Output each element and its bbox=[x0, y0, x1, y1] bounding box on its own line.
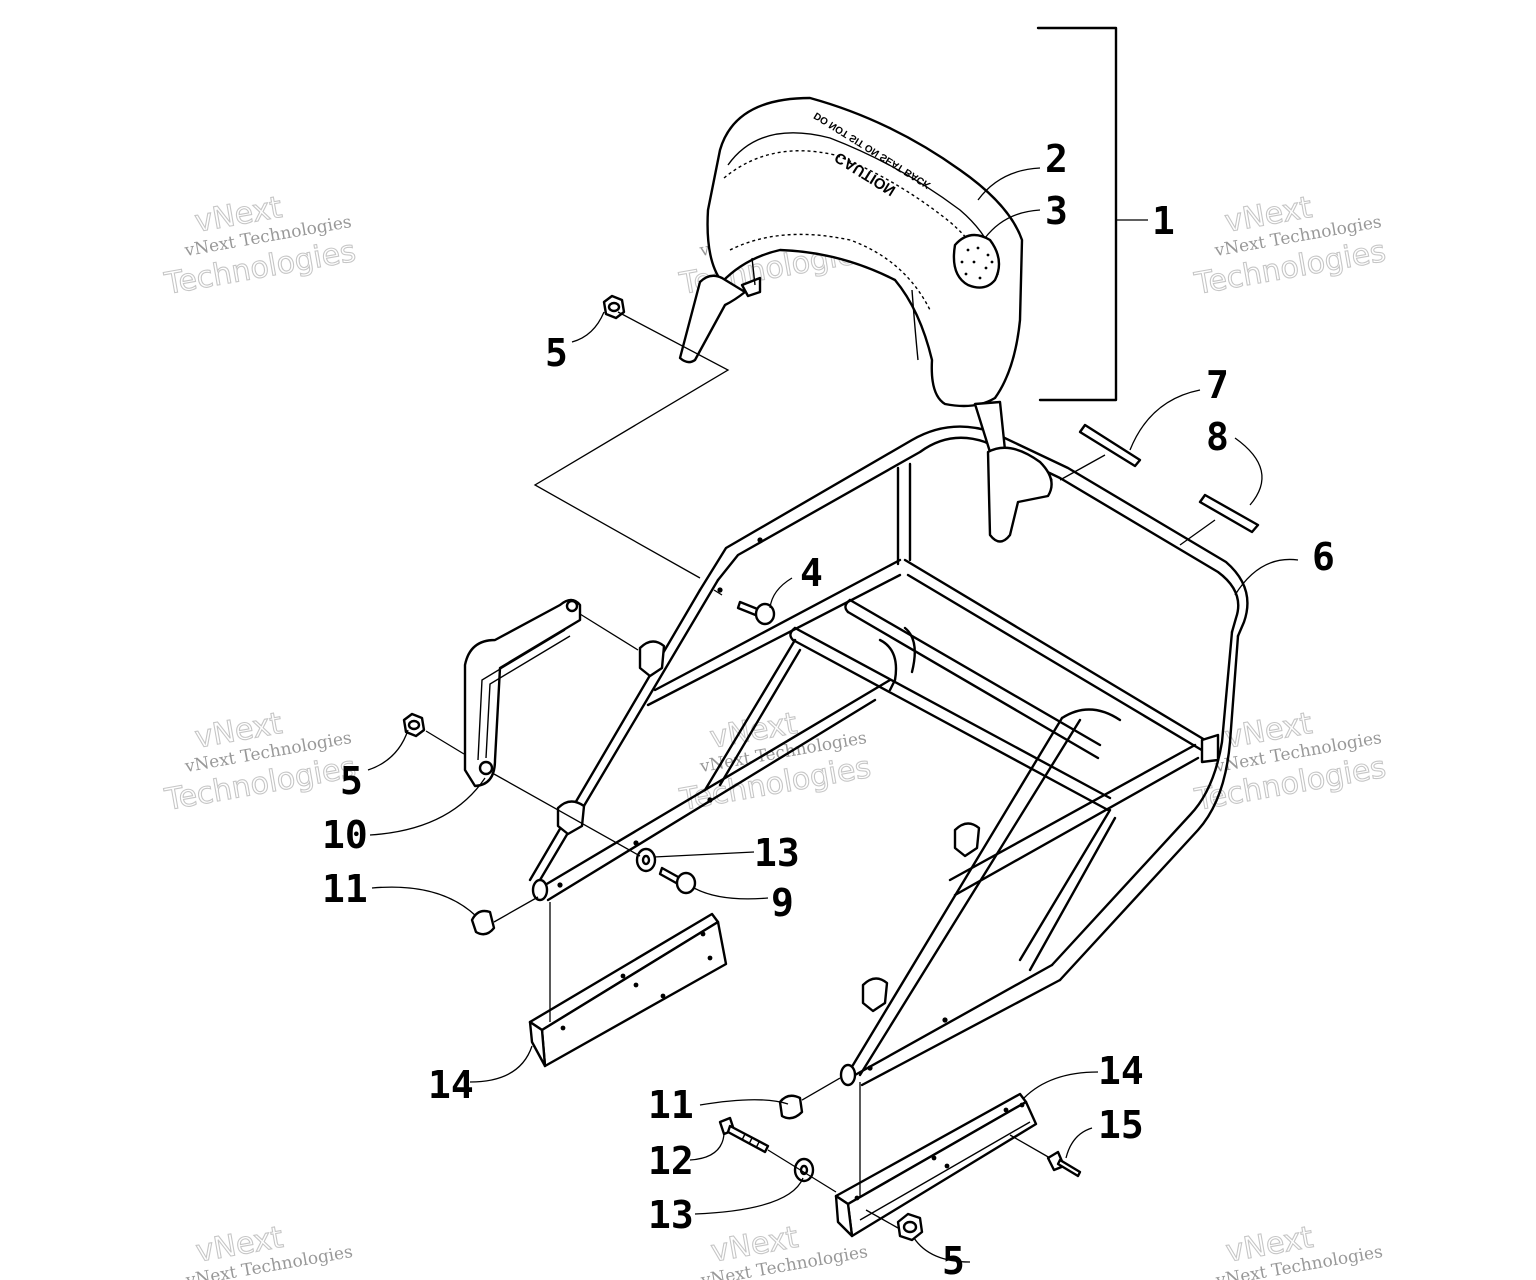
callout-14: 14 bbox=[428, 1063, 474, 1107]
callout-13: 13 bbox=[754, 831, 800, 875]
callout-5: 5 bbox=[545, 331, 568, 375]
seat-back-left-post bbox=[678, 257, 762, 364]
callout-12: 12 bbox=[648, 1139, 694, 1183]
callout-11: 11 bbox=[648, 1083, 694, 1127]
callout-labels: 1 2 3 4 5 5 5 6 7 8 9 10 11 11 12 13 13 … bbox=[322, 137, 1335, 1280]
seat-back-right-post bbox=[973, 400, 1053, 543]
callout-3: 3 bbox=[1045, 189, 1068, 233]
button-head-bolt bbox=[736, 600, 776, 626]
callout-9: 9 bbox=[771, 881, 794, 925]
callout-15: 15 bbox=[1098, 1103, 1144, 1147]
watermark-mid-center: vNext vNext Technologies Technologies bbox=[676, 705, 874, 818]
decal-7 bbox=[1078, 423, 1142, 468]
callout-1: 1 bbox=[1152, 199, 1175, 243]
foam-texture bbox=[960, 246, 994, 280]
callout-4: 4 bbox=[800, 551, 823, 595]
watermark-top-right: vNext vNext Technologies Technologies bbox=[1191, 190, 1389, 303]
watermark-bottom-left: vNext vNext Technologies bbox=[184, 1219, 355, 1280]
lock-nut bbox=[896, 1212, 924, 1242]
lock-nut bbox=[602, 294, 626, 320]
assembly-bracket bbox=[1036, 26, 1118, 402]
decal-8 bbox=[1198, 493, 1260, 534]
end-plug bbox=[778, 1094, 804, 1120]
watermark-top-left: vNext vNext Technologies Technologies bbox=[161, 190, 359, 303]
callout-10: 10 bbox=[322, 813, 368, 857]
lock-nut bbox=[402, 712, 426, 738]
washer bbox=[635, 847, 657, 873]
callout-7: 7 bbox=[1206, 363, 1229, 407]
callout-6: 6 bbox=[1312, 535, 1335, 579]
mounting-plate-right bbox=[834, 1092, 1038, 1238]
callout-13: 13 bbox=[648, 1193, 694, 1237]
button-head-bolt bbox=[658, 866, 697, 895]
watermark-bottom-right: vNext vNext Technologies bbox=[1214, 1219, 1385, 1280]
callout-14: 14 bbox=[1098, 1049, 1144, 1093]
seat-back-pad: CAUTION DO NOT SIT ON SEAT BACK bbox=[706, 96, 1024, 408]
callout-2: 2 bbox=[1045, 137, 1068, 181]
callout-leaders bbox=[367, 167, 1299, 1263]
rivet bbox=[1046, 1150, 1082, 1178]
end-plug bbox=[470, 909, 496, 936]
seat-mount-bracket bbox=[463, 598, 582, 788]
watermark-mid-left: vNext vNext Technologies Technologies bbox=[161, 705, 359, 818]
callout-8: 8 bbox=[1206, 415, 1229, 459]
callout-5: 5 bbox=[942, 1239, 965, 1280]
washer bbox=[793, 1157, 815, 1183]
hex-bolt bbox=[718, 1116, 770, 1154]
rack-frame bbox=[528, 425, 1249, 1087]
explode-lines bbox=[425, 311, 1216, 1229]
callout-11: 11 bbox=[322, 867, 368, 911]
callout-5: 5 bbox=[340, 759, 363, 803]
mounting-plate-left bbox=[528, 912, 728, 1068]
